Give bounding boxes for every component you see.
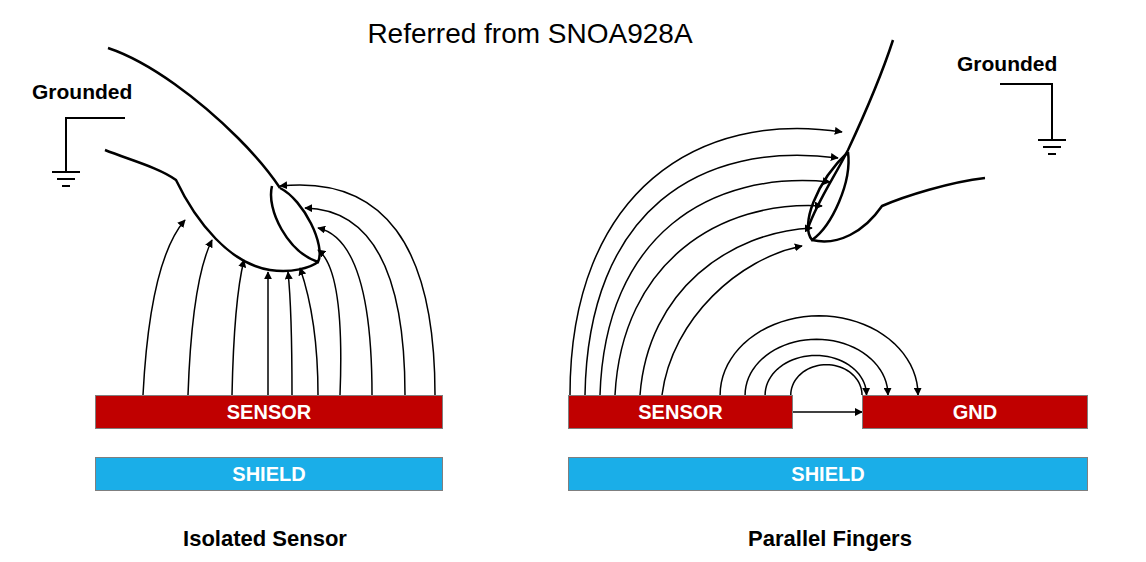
title: Referred from SNOA928A xyxy=(0,18,1060,50)
ground-symbol xyxy=(52,118,125,186)
ground-label: Grounded xyxy=(32,80,132,104)
shield-plane: SHIELD xyxy=(95,457,443,491)
field-line-connector xyxy=(765,355,866,395)
finger xyxy=(105,48,320,271)
ground-electrode: GND xyxy=(862,395,1088,429)
caption-label: Isolated Sensor xyxy=(183,526,347,552)
sensor-electrode: SENSOR xyxy=(568,395,793,429)
shield-plane: SHIELD xyxy=(568,457,1088,491)
node-label: SENSOR xyxy=(638,401,722,424)
ground-label: Grounded xyxy=(957,52,1057,76)
caption-label: Parallel Fingers xyxy=(748,526,912,552)
field-line-connector xyxy=(793,411,862,413)
node-label: SHIELD xyxy=(791,463,864,486)
field-line xyxy=(570,128,842,395)
node-label: GND xyxy=(953,401,997,424)
node-label: SENSOR xyxy=(227,401,311,424)
ground-symbol xyxy=(1000,84,1066,154)
field-line-connector xyxy=(745,339,888,395)
field-line xyxy=(143,185,435,395)
field-line-connector xyxy=(791,365,862,395)
field-line-connector xyxy=(720,316,918,395)
node-label: SHIELD xyxy=(232,463,305,486)
sensor-electrode: SENSOR xyxy=(95,395,443,429)
